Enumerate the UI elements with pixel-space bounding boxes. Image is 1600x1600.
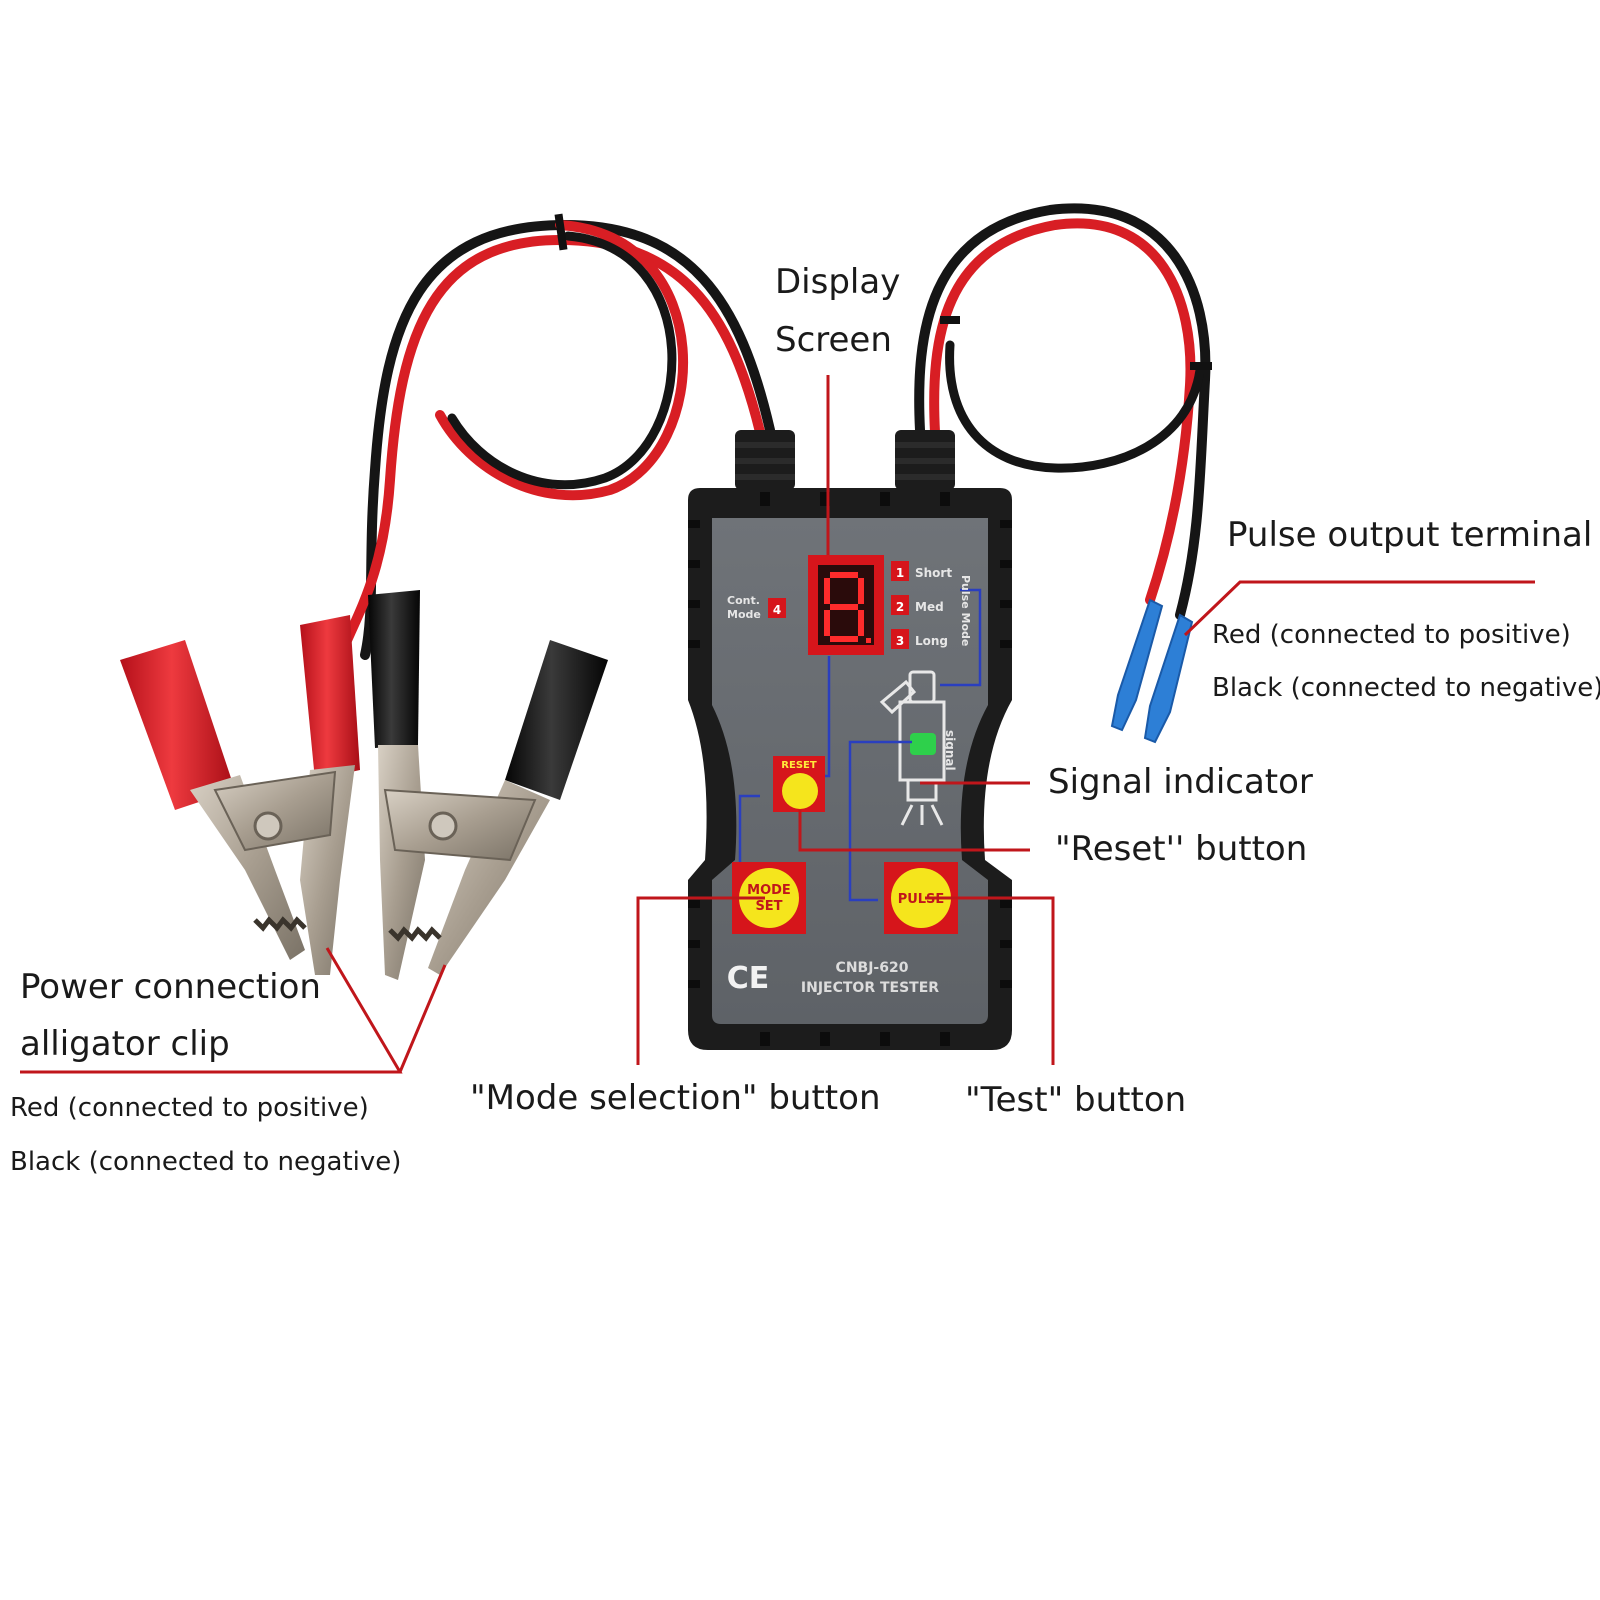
mode-1-name: Short xyxy=(915,566,952,580)
reset-button-label: "Reset'' button xyxy=(1055,829,1308,869)
pulse-button[interactable] xyxy=(891,868,951,928)
mode-2-number: 2 xyxy=(896,600,904,614)
pulse-cable xyxy=(914,203,1212,744)
mode-2-name: Med xyxy=(915,600,944,614)
tester-body: 1 2 3 4 Short Med Long Cont. Mode Pulse … xyxy=(688,430,1012,1050)
power-red-note: Red (connected to positive) xyxy=(10,1093,369,1123)
power-black-note: Black (connected to negative) xyxy=(10,1147,402,1177)
display-screen-label-line1: Display xyxy=(775,262,901,302)
leader-lines xyxy=(20,375,1535,1074)
injector-icon xyxy=(879,670,946,826)
mode-1-number: 1 xyxy=(896,566,904,580)
model-number: CNBJ-620 xyxy=(836,960,909,976)
mode-selection-button-label: "Mode selection" button xyxy=(470,1078,881,1118)
pulse-mode-label: Pulse Mode xyxy=(959,575,972,646)
pulse-label: PULSE xyxy=(898,892,945,907)
mode-number-boxes xyxy=(768,561,909,649)
mode-set-button[interactable] xyxy=(739,868,799,928)
seven-segment-digit xyxy=(824,572,871,643)
pulse-red-note: Red (connected to positive) xyxy=(1212,620,1571,650)
mode-3-number: 3 xyxy=(896,634,904,648)
pulse-output-leader xyxy=(1183,580,1535,637)
reset-button[interactable] xyxy=(782,773,818,809)
red-alligator-clip xyxy=(120,615,360,975)
reset-label: RESET xyxy=(781,760,817,771)
mode-set-line2: SET xyxy=(755,899,782,914)
mode-3-name: Long xyxy=(915,634,948,648)
test-button-label: "Test" button xyxy=(965,1080,1187,1120)
signal-label: signal xyxy=(943,730,957,771)
mode-selection-leader xyxy=(636,896,765,1065)
ce-mark: CE xyxy=(727,961,770,996)
pulse-black-note: Black (connected to negative) xyxy=(1212,673,1600,703)
cont-label: Cont. xyxy=(727,594,760,607)
reset-leader xyxy=(798,810,1030,852)
pulse-output-terminal-label: Pulse output terminal xyxy=(1227,515,1593,555)
test-leader xyxy=(925,896,1055,1065)
black-alligator-clip xyxy=(368,590,608,980)
power-cable xyxy=(340,213,775,660)
signal-indicator-led xyxy=(910,733,936,755)
power-clip-label-line2: alligator clip xyxy=(20,1024,230,1064)
device-name: INJECTOR TESTER xyxy=(801,980,939,996)
display-screen-label-line2: Screen xyxy=(775,320,892,360)
mode-set-line1: MODE xyxy=(747,883,791,898)
mode-label: Mode xyxy=(727,608,761,621)
cont-mode-number: 4 xyxy=(773,603,781,617)
power-leader xyxy=(20,947,447,1074)
power-clip-label-line1: Power connection xyxy=(20,967,321,1007)
signal-indicator-label: Signal indicator xyxy=(1048,762,1313,802)
